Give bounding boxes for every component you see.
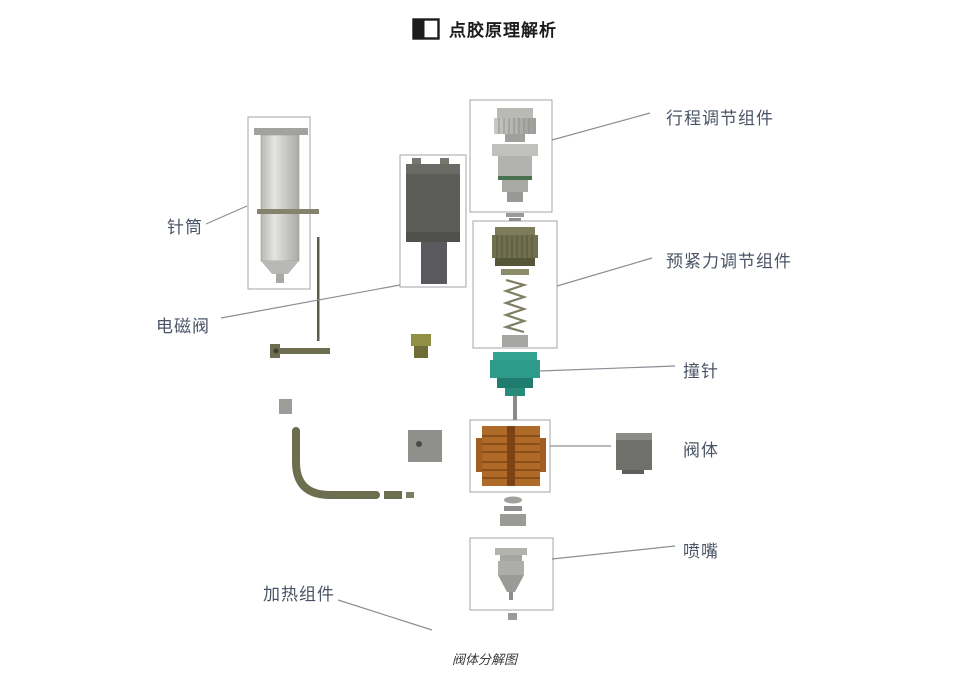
feed-tube-part: [292, 427, 414, 499]
label-preload-adjustment: 预紧力调节组件: [666, 252, 792, 271]
preload-washer: [501, 269, 529, 275]
nozzle-neck: [500, 555, 522, 561]
figure-caption: 阀体分解图: [451, 652, 517, 667]
nozzle-body: [498, 561, 524, 575]
preload-bottom-cylinder: [502, 335, 528, 347]
label-nozzle: 喷嘴: [683, 542, 719, 561]
solenoid-body: [406, 164, 460, 232]
syringe-part: [254, 128, 319, 283]
feed-tube-fitting: [384, 491, 402, 499]
nozzle-flange: [495, 548, 527, 555]
highlight-box-solenoid: [399, 154, 467, 288]
stroke-adjustment-part: [492, 108, 538, 221]
thin-rod-part: [317, 237, 320, 341]
solenoid-collar: [406, 232, 460, 242]
connector-block-base: [622, 470, 644, 474]
highlight-box-valve-body: [469, 419, 551, 493]
highlight-box-nozzle: [469, 537, 554, 611]
striker-top: [493, 352, 537, 360]
label-heating-assembly: 加热组件: [263, 585, 335, 604]
bracket-bar: [270, 348, 330, 354]
stroke-knurl-ridges: [498, 118, 530, 134]
stroke-spacer: [505, 134, 525, 142]
feed-tube-nut: [406, 492, 414, 498]
syringe-cross-rod: [257, 209, 319, 214]
stroke-cap: [497, 108, 533, 118]
label-solenoid-valve: 电磁阀: [156, 317, 210, 336]
valve-body-fin-right: [540, 438, 546, 472]
small-parts-below-valve: [500, 496, 526, 526]
valve-body-fin-left: [476, 438, 482, 472]
spacer-part: [504, 506, 522, 511]
figure-header: 点胶原理解析: [0, 16, 969, 41]
highlight-box-stroke-adjustment: [469, 99, 553, 213]
leader-line-solenoid: [220, 284, 401, 319]
valve-body-slot: [507, 426, 515, 486]
solenoid-tab-left: [412, 158, 421, 165]
solenoid-stem: [421, 242, 447, 284]
link-ring-1: [506, 213, 524, 217]
label-stroke-adjustment: 行程调节组件: [666, 109, 774, 128]
striker-pin-rod: [513, 396, 517, 420]
small-block-part: [279, 399, 292, 414]
link-ring-2: [509, 218, 521, 221]
highlight-boxes: [247, 99, 558, 611]
syringe-taper: [261, 261, 299, 274]
leader-line-heating: [337, 599, 433, 631]
connector-block-top: [616, 433, 652, 440]
bracket-hole: [273, 348, 279, 354]
split-square-icon: [412, 17, 440, 40]
preload-adjustment-part: [492, 227, 538, 347]
fitting-lower: [414, 346, 428, 358]
stroke-knurl: [494, 118, 536, 134]
stroke-lower: [502, 180, 528, 192]
striker-part: [490, 352, 540, 420]
leader-line-stroke-adjustment: [551, 112, 651, 141]
misc-parts: [270, 237, 442, 462]
connector-block-part: [616, 433, 652, 474]
nozzle-tip: [509, 592, 513, 600]
washer-part: [504, 496, 522, 504]
solenoid-valve-part: [406, 158, 460, 284]
nozzle-end-cap: [508, 613, 517, 620]
stroke-cylinder: [498, 156, 532, 176]
nozzle-part: [495, 548, 527, 620]
mount-plate-hole: [416, 441, 422, 447]
striker-lower: [497, 378, 533, 388]
solenoid-body-top: [406, 164, 460, 174]
stroke-stub: [507, 192, 523, 202]
syringe-tip: [276, 274, 284, 283]
highlight-box-syringe: [247, 116, 311, 290]
leader-line-striker: [538, 365, 676, 372]
preload-spring: [502, 278, 528, 334]
leader-lines: [205, 112, 676, 631]
leader-line-preload-adjustment: [556, 257, 653, 287]
label-valve-body: 阀体: [683, 441, 719, 460]
mount-plate-part: [408, 430, 442, 462]
label-striker-pin: 撞针: [683, 362, 719, 381]
leader-line-nozzle: [551, 545, 676, 560]
stroke-oring: [498, 176, 532, 180]
label-syringe: 针筒: [167, 218, 203, 237]
feed-tube-bend: [292, 427, 380, 499]
stroke-disc: [492, 144, 538, 156]
fitting-upper: [411, 334, 431, 346]
striker-body: [490, 360, 540, 378]
preload-cap: [495, 227, 535, 235]
coupler-part: [500, 514, 526, 526]
nozzle-taper: [498, 575, 524, 592]
figure-title: 点胶原理解析: [449, 21, 557, 40]
solenoid-tab-right: [440, 158, 449, 165]
preload-knurl: [492, 235, 538, 258]
syringe-barrel: [260, 134, 300, 262]
preload-band: [495, 258, 535, 266]
preload-knurl-ridges: [496, 235, 533, 258]
striker-hub: [505, 388, 525, 396]
valve-body-part: [476, 426, 546, 486]
syringe-flange: [254, 128, 308, 135]
leader-line-syringe: [205, 205, 248, 225]
